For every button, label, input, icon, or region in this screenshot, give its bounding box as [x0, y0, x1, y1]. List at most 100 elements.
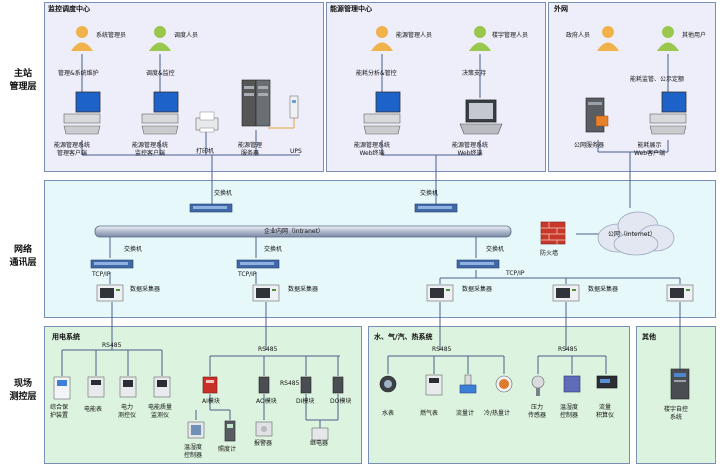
laptop-icon — [459, 99, 503, 135]
dispatcher-label: 调度人员 — [174, 32, 199, 39]
alarm-label: 报警器 — [254, 440, 273, 447]
power-quality-icon — [153, 376, 171, 398]
switch-label-energy: 交换机 — [420, 190, 439, 197]
switch-icon-monitoring — [189, 203, 233, 213]
lux-meter-label: 照度计 — [218, 446, 237, 453]
dispatch-monitor-label: 调度&监控 — [146, 70, 175, 77]
flow-meter-icon — [459, 374, 477, 394]
client-mgmt-label: 能源管理系统 管理客户端 — [54, 142, 91, 157]
protection-device-icon — [53, 376, 71, 400]
system-admin-person-icon — [71, 26, 93, 51]
external-net-title: 外网 — [554, 5, 568, 13]
water-meter-label: 水表 — [382, 410, 395, 417]
internet-cloud-icon — [597, 211, 675, 256]
ups-icon — [289, 95, 299, 119]
power-system-title: 用电系统 — [52, 333, 80, 341]
energy-manager-label: 能源管理人员 — [396, 32, 433, 39]
other-title: 其他 — [642, 333, 656, 341]
ao-module-icon — [258, 376, 270, 394]
management-layer-label: 主站 管理层 — [9, 69, 37, 92]
alarm-icon — [255, 421, 273, 437]
switch-icon-left — [90, 259, 134, 269]
pressure-sensor-label: 压力 传感器 — [528, 404, 547, 419]
field-layer-label: 现场 测控层 — [9, 379, 37, 402]
collector-label-3: 数据采集器 — [462, 286, 493, 293]
energy-center-panel — [326, 2, 546, 172]
desktop-computer-icon-mgmt — [63, 91, 101, 135]
firewall-label: 防火墙 — [540, 250, 559, 257]
water-gas-heat-title: 水、气/汽、热系统 — [374, 333, 433, 341]
power-instrument-icon — [119, 376, 137, 398]
do-module-icon — [332, 376, 344, 394]
do-module-label: DO模块 — [330, 398, 352, 405]
publicity-label: 能耗监管、公示定额 — [630, 76, 685, 83]
ups-label: UPS — [290, 148, 302, 155]
public-server-label: 公网服务器 — [574, 142, 605, 149]
switch-label-monitoring: 交换机 — [214, 190, 233, 197]
desktop-computer-icon-web1 — [363, 91, 401, 135]
temp-humidity-controller-label: 温湿度 控制器 — [184, 444, 203, 459]
data-collector-icon-4 — [552, 284, 580, 302]
di-module-label: DI模块 — [296, 398, 315, 405]
data-collector-icon-1 — [96, 284, 124, 302]
network-layer-label: 网络 通讯层 — [9, 245, 37, 268]
gas-meter-icon — [425, 374, 443, 396]
ai-module-label: AI模块 — [202, 398, 220, 405]
collector-label-1: 数据采集器 — [130, 286, 161, 293]
data-collector-icon-5 — [666, 284, 694, 302]
relay-icon — [311, 427, 329, 441]
rs485-label-water-left: RS485 — [432, 346, 452, 353]
data-collector-icon-3 — [426, 284, 454, 302]
gov-staff-label: 政府人员 — [566, 32, 591, 39]
temp-humidity-controller-icon — [187, 421, 205, 439]
gas-meter-label: 燃气表 — [420, 410, 439, 417]
web-terminal-label-2: 能源管理系统 Web终端 — [452, 142, 489, 157]
intranet-bus — [94, 225, 512, 238]
switch-label-left: 交换机 — [124, 246, 143, 253]
internet-label: 公网（Internet） — [608, 231, 656, 238]
temp-humidity-controller-2-label: 温湿度 控制器 — [560, 404, 579, 419]
maintenance-label: 管理&系统维护 — [58, 70, 99, 77]
server-label: 能源管理 服务器 — [238, 142, 263, 157]
flow-meter-label: 流量计 — [456, 410, 475, 417]
firewall-icon — [540, 221, 566, 245]
energy-meter-label: 电能表 — [84, 406, 103, 413]
energy-meter-icon — [87, 376, 105, 398]
tcpip-label-middle: TCP/IP — [238, 271, 257, 278]
tcpip-label-right: TCP/IP — [506, 270, 525, 277]
rs485-label-power-left: RS485 — [102, 342, 122, 349]
network-layer-panel — [44, 180, 716, 318]
rs485-label-water-right: RS485 — [558, 346, 578, 353]
monitoring-center-panel — [44, 2, 324, 172]
cold-heat-meter-icon — [495, 375, 513, 393]
flow-accumulator-label: 流量 积算仪 — [596, 404, 615, 419]
switch-icon-right — [456, 259, 500, 269]
public-server-icon — [585, 97, 609, 133]
building-manager-label: 楼宇管理人员 — [492, 32, 529, 39]
temp-humidity-controller-2-icon — [563, 375, 581, 393]
web-display-label: 能耗展示 Web客户端 — [634, 142, 666, 157]
desktop-computer-icon-display — [649, 91, 687, 135]
lux-meter-icon — [224, 420, 236, 442]
flow-accumulator-icon — [596, 375, 618, 389]
energy-center-title: 能源管理中心 — [330, 5, 372, 13]
printer-label: 打印机 — [196, 148, 215, 155]
energy-manager-person-icon — [371, 26, 393, 51]
rs485-label-power-right: RS485 — [258, 346, 278, 353]
rs485-label-modules: RS485 — [280, 380, 300, 387]
switch-label-right: 交换机 — [486, 246, 505, 253]
pressure-sensor-icon — [531, 375, 545, 396]
printer-icon — [195, 111, 219, 133]
ai-module-icon — [202, 376, 218, 394]
server-icon — [241, 79, 271, 127]
dispatcher-person-icon — [149, 26, 171, 51]
data-collector-icon-2 — [252, 284, 280, 302]
external-net-panel — [548, 2, 716, 172]
energy-analysis-label: 能耗分析&管控 — [356, 70, 397, 77]
other-users-person-icon — [657, 26, 679, 51]
power-quality-label: 电能质量 监测仪 — [148, 404, 173, 419]
switch-label-middle: 交换机 — [264, 246, 283, 253]
desktop-computer-icon-monitor — [141, 91, 179, 135]
web-terminal-label-1: 能源管理系统 Web终端 — [354, 142, 391, 157]
